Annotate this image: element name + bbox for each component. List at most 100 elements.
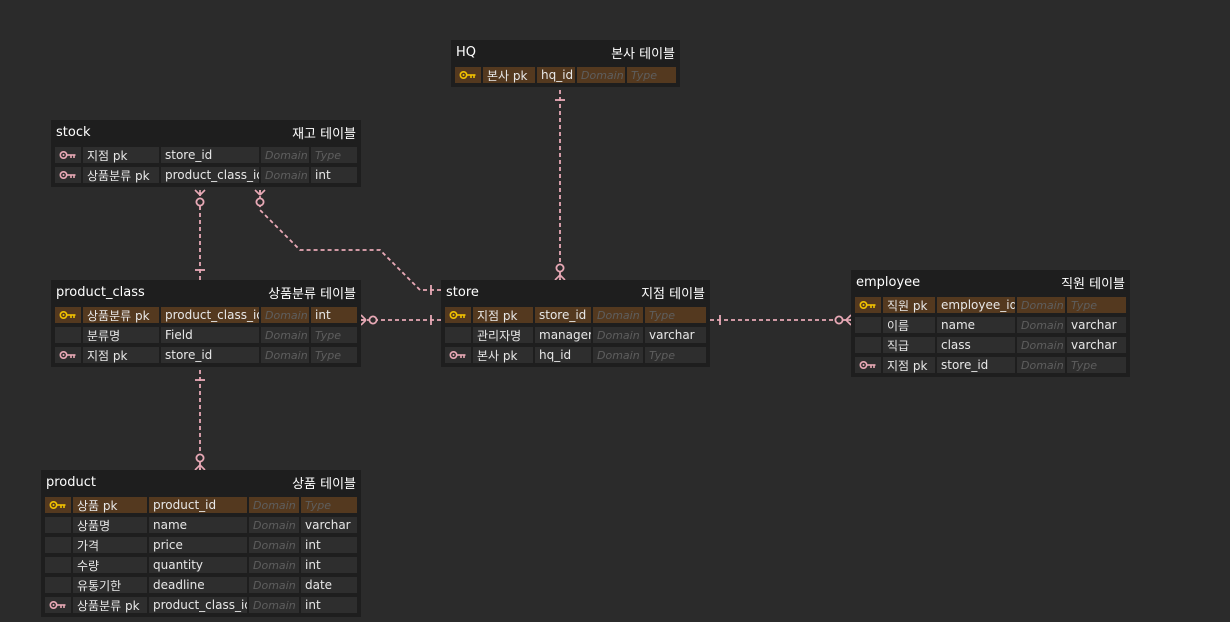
type-cell[interactable]: Type (300, 496, 358, 514)
logical-name-cell[interactable]: 지점 pk (882, 356, 936, 374)
domain-cell[interactable]: Domain (1016, 316, 1066, 334)
domain-cell[interactable]: Domain (248, 536, 300, 554)
domain-cell[interactable]: Domain (576, 66, 626, 84)
domain-cell[interactable]: Domain (248, 556, 300, 574)
logical-name-cell[interactable]: 상품분류 pk (72, 596, 148, 614)
domain-cell[interactable]: Domain (1016, 336, 1066, 354)
domain-cell[interactable]: Domain (260, 326, 310, 344)
type-cell[interactable]: int (310, 306, 358, 324)
domain-cell[interactable]: Domain (592, 346, 644, 364)
type-cell[interactable]: int (300, 536, 358, 554)
type-cell[interactable]: varchar (300, 516, 358, 534)
physical-name-cell[interactable]: store_id (160, 146, 260, 164)
type-cell[interactable]: int (300, 596, 358, 614)
domain-cell[interactable]: Domain (248, 596, 300, 614)
domain-cell[interactable]: Domain (260, 306, 310, 324)
logical-name-cell[interactable]: 관리자명 (472, 326, 534, 344)
logical-name-cell[interactable]: 상품분류 pk (82, 306, 160, 324)
type-cell[interactable]: Type (644, 306, 707, 324)
logical-name-cell[interactable]: 상품명 (72, 516, 148, 534)
physical-name-cell[interactable]: store_id (936, 356, 1016, 374)
logical-name-cell[interactable]: 직급 (882, 336, 936, 354)
domain-cell[interactable]: Domain (260, 146, 310, 164)
type-cell[interactable]: Type (644, 346, 707, 364)
logical-name-cell[interactable]: 지점 pk (82, 346, 160, 364)
logical-name-cell[interactable]: 유통기한 (72, 576, 148, 594)
logical-name-cell[interactable]: 상품분류 pk (82, 166, 160, 184)
physical-name-cell[interactable]: Field (160, 326, 260, 344)
logical-name-cell[interactable]: 본사 pk (482, 66, 536, 84)
type-cell[interactable]: Type (1066, 356, 1127, 374)
physical-name-cell[interactable]: name (936, 316, 1016, 334)
logical-name-cell[interactable]: 직원 pk (882, 296, 936, 314)
physical-name-cell[interactable]: product_id (148, 496, 248, 514)
physical-name-cell[interactable]: store_id (160, 346, 260, 364)
domain-cell[interactable]: Domain (248, 496, 300, 514)
domain-cell[interactable]: Domain (1016, 356, 1066, 374)
type-cell[interactable]: Type (310, 326, 358, 344)
logical-name-cell[interactable]: 지점 pk (472, 306, 534, 324)
physical-name-cell[interactable]: product_class_id (160, 306, 260, 324)
physical-name-cell[interactable]: store_id (534, 306, 592, 324)
physical-name-cell[interactable]: deadline (148, 576, 248, 594)
physical-name-cell[interactable]: quantity (148, 556, 248, 574)
logical-name-cell[interactable]: 지점 pk (82, 146, 160, 164)
type-cell[interactable]: date (300, 576, 358, 594)
logical-name-cell[interactable]: 이름 (882, 316, 936, 334)
type-cell[interactable]: int (300, 556, 358, 574)
domain-cell[interactable]: Domain (248, 576, 300, 594)
type-cell[interactable]: Type (626, 66, 677, 84)
physical-name-cell[interactable]: product_class_id (148, 596, 248, 614)
logical-name-cell[interactable]: 분류명 (82, 326, 160, 344)
physical-name-cell[interactable]: product_class_id (160, 166, 260, 184)
logical-name-cell[interactable]: 상품 pk (72, 496, 148, 514)
type-cell[interactable]: varchar (644, 326, 707, 344)
type-cell[interactable]: Type (1066, 296, 1127, 314)
physical-name-cell[interactable]: employee_id (936, 296, 1016, 314)
logical-name-cell[interactable]: 수량 (72, 556, 148, 574)
domain-cell[interactable]: Domain (592, 306, 644, 324)
type-cell[interactable]: Type (310, 146, 358, 164)
domain-cell[interactable]: Domain (592, 326, 644, 344)
physical-name-cell[interactable]: class (936, 336, 1016, 354)
type-cell[interactable]: varchar (1066, 336, 1127, 354)
type-cell[interactable]: varchar (1066, 316, 1127, 334)
type-cell[interactable]: Type (310, 346, 358, 364)
logical-name-cell[interactable]: 가격 (72, 536, 148, 554)
physical-name-cell[interactable]: name (148, 516, 248, 534)
physical-name-cell[interactable]: hq_id (534, 346, 592, 364)
domain-cell[interactable]: Domain (260, 346, 310, 364)
physical-name-cell[interactable]: price (148, 536, 248, 554)
physical-name-cell[interactable]: hq_id (536, 66, 576, 84)
domain-cell[interactable]: Domain (1016, 296, 1066, 314)
physical-name-cell[interactable]: manager (534, 326, 592, 344)
type-cell[interactable]: int (310, 166, 358, 184)
